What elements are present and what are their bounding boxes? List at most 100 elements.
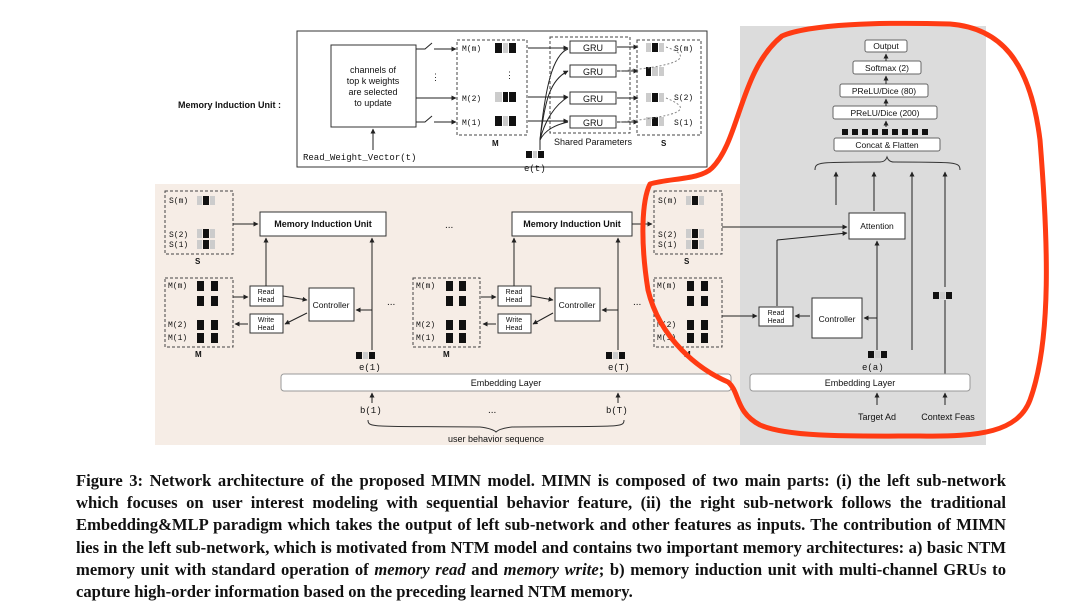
svg-text:M: M (195, 350, 202, 359)
m-label: M(1) (462, 119, 481, 128)
eT-embedding (606, 352, 625, 359)
svg-text:S(1): S(1) (658, 241, 677, 250)
shared-parameters-label: Shared Parameters (554, 137, 633, 147)
state-bank-s-1 (164, 190, 234, 255)
svg-text:S(m): S(m) (658, 197, 677, 206)
svg-text:Read: Read (258, 289, 275, 296)
svg-text:M(1): M(1) (657, 334, 676, 343)
svg-text:Controller: Controller (559, 300, 596, 310)
gru-1: GRU (569, 40, 617, 54)
write-head-2 (497, 313, 532, 334)
svg-text:Read: Read (768, 310, 785, 317)
shared-parameters-frame (549, 36, 631, 134)
memory-cells (495, 43, 516, 126)
softmax-layer: Softmax (2) (852, 60, 922, 75)
svg-text:Attention: Attention (860, 221, 894, 231)
svg-text:Memory Induction Unit: Memory Induction Unit (523, 219, 621, 229)
write-head-1 (249, 313, 284, 334)
ea-embedding (868, 351, 887, 358)
svg-text:Memory Induction Unit: Memory Induction Unit (274, 219, 372, 229)
caption-em-memory-read: memory read (374, 559, 466, 579)
svg-text:S(2): S(2) (658, 231, 677, 240)
selector-line-1: channels of (350, 65, 397, 75)
memory-bank-m-3 (653, 277, 723, 348)
svg-text:Embedding Layer: Embedding Layer (825, 378, 896, 388)
svg-text:b(T): b(T) (606, 406, 628, 416)
svg-text:S: S (195, 257, 201, 266)
caption-text-3: ; b) memory induction unit with multi-ch… (76, 559, 1006, 602)
svg-text:...: ... (387, 297, 395, 308)
svg-text:S(m): S(m) (169, 197, 188, 206)
svg-text:Concat & Flatten: Concat & Flatten (855, 140, 919, 150)
svg-text:M(m): M(m) (168, 282, 187, 291)
svg-text:GRU: GRU (583, 94, 603, 104)
state-bank-s-top (636, 39, 702, 136)
selector-line-4: to update (354, 98, 392, 108)
et-embedding (526, 151, 544, 158)
svg-text:Head: Head (258, 297, 275, 304)
svg-text:M(2): M(2) (657, 321, 676, 330)
svg-text:⋮: ⋮ (505, 70, 514, 80)
et-label: e(t) (524, 164, 546, 174)
svg-text:Head: Head (506, 297, 523, 304)
miu-detail-label: Memory Induction Unit : (178, 100, 281, 110)
svg-text:Head: Head (258, 325, 275, 332)
state-cells (646, 43, 664, 126)
svg-text:⋮: ⋮ (431, 72, 440, 82)
highlight-outline (640, 20, 1049, 439)
caption-text-2: and (465, 559, 504, 579)
svg-text:Write: Write (258, 317, 274, 324)
svg-text:Head: Head (768, 318, 785, 325)
svg-text:Embedding Layer: Embedding Layer (471, 378, 542, 388)
context-feas-label: Context Feas (921, 412, 975, 422)
svg-text:M(m): M(m) (657, 282, 676, 291)
svg-text:S(2): S(2) (169, 231, 188, 240)
concat-flatten-layer: Concat & Flatten (833, 137, 941, 152)
e1-embedding (356, 352, 375, 359)
svg-text:Softmax (2): Softmax (2) (865, 63, 909, 73)
svg-text:PReLU/Dice (200): PReLU/Dice (200) (851, 108, 920, 118)
target-ad-label: Target Ad (858, 412, 896, 422)
svg-text:PReLU/Dice (80): PReLU/Dice (80) (852, 86, 916, 96)
prelu-200-layer: PReLU/Dice (200) (832, 105, 938, 120)
svg-text:S: S (684, 257, 690, 266)
figure-caption: Figure 3: Network architecture of the pr… (76, 470, 1006, 603)
m-label: M(2) (462, 95, 481, 104)
m-label: M(m) (462, 45, 481, 54)
svg-text:Controller: Controller (313, 300, 350, 310)
selector-line-2: top k weights (347, 76, 400, 86)
svg-text:M(2): M(2) (416, 321, 435, 330)
prelu-80-layer: PReLU/Dice (80) (839, 83, 929, 98)
embedding-layer-right: Embedding Layer (749, 373, 971, 392)
svg-text:M(m): M(m) (416, 282, 435, 291)
flattened-vector (842, 129, 928, 135)
memory-bank-m-top (456, 39, 528, 136)
s-caption-top: S (661, 139, 667, 148)
context-embedding-cells (933, 292, 952, 299)
memory-bank-m-1 (164, 277, 234, 348)
miu-block-1 (259, 211, 387, 237)
svg-text:S(1): S(1) (169, 241, 188, 250)
svg-text:M(2): M(2) (168, 321, 187, 330)
state-bank-s-3 (653, 190, 723, 255)
s-label: S(1) (674, 119, 693, 128)
svg-text:e(a): e(a) (862, 363, 884, 373)
svg-text:M(1): M(1) (168, 334, 187, 343)
svg-text:M(1): M(1) (416, 334, 435, 343)
svg-text:e(T): e(T) (608, 363, 630, 373)
svg-text:GRU: GRU (583, 67, 603, 77)
svg-text:Controller: Controller (819, 314, 856, 324)
mimn-architecture-figure: Memory Induction Unit : channels of top … (155, 20, 1049, 445)
user-behavior-sequence-label: user behavior sequence (448, 434, 544, 444)
svg-text:...: ... (633, 297, 641, 308)
attention-node: Attention (848, 212, 906, 240)
controller-1 (308, 287, 355, 322)
selector-line-3: are selected (348, 87, 397, 97)
m-caption-top: M (492, 139, 499, 148)
svg-text:Write: Write (506, 317, 522, 324)
gru-4: GRU (569, 115, 617, 129)
s-label: S(2) (674, 94, 693, 103)
s-label: S(m) (674, 45, 693, 54)
svg-text:b(1): b(1) (360, 406, 382, 416)
